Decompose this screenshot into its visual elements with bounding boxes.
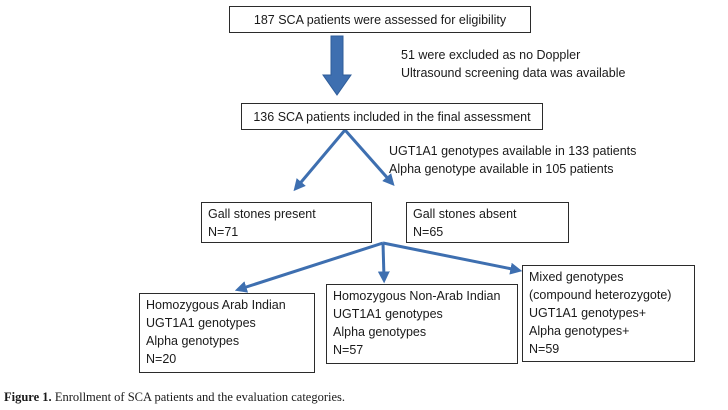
box-homozygous-non-arab-indian: Homozygous Non-Arab Indian UGT1A1 genoty…	[326, 284, 518, 364]
note-excluded: 51 were excluded as no Doppler Ultrasoun…	[401, 46, 625, 82]
box-absent-count: N=65	[413, 225, 444, 239]
box-gall-stones-absent: Gall stones absent N=65	[406, 202, 569, 243]
box-mixed-count: N=59	[529, 342, 560, 356]
box-mixed-line-3: UGT1A1 genotypes+	[529, 306, 647, 320]
box-homozygous-arab-indian: Homozygous Arab Indian UGT1A1 genotypes …	[139, 293, 315, 373]
box-mixed-line-2: (compound heterozygote)	[529, 288, 672, 302]
arrow-to-arab	[234, 241, 384, 293]
box-nonarab-count: N=57	[333, 343, 364, 357]
box-assessed: 187 SCA patients were assessed for eligi…	[229, 6, 531, 33]
box-present-title: Gall stones present	[208, 207, 316, 221]
box-nonarab-line-2: UGT1A1 genotypes	[333, 307, 443, 321]
box-absent-title: Gall stones absent	[413, 207, 517, 221]
figure-caption: Figure 1. Enrollment of SCA patients and…	[4, 390, 345, 405]
box-included: 136 SCA patients included in the final a…	[241, 103, 543, 130]
box-nonarab-line-1: Homozygous Non-Arab Indian	[333, 289, 501, 303]
box-included-text: 136 SCA patients included in the final a…	[253, 110, 531, 124]
note-excluded-line-2: Ultrasound screening data was available	[401, 66, 626, 80]
box-mixed-line-1: Mixed genotypes	[529, 270, 624, 284]
arrow-to-present	[293, 129, 347, 192]
note-genotypes: UGT1A1 genotypes available in 133 patien…	[389, 142, 636, 178]
note-excluded-line-1: 51 were excluded as no Doppler	[401, 48, 581, 62]
box-arab-line-3: Alpha genotypes	[146, 334, 240, 348]
box-arab-line-2: UGT1A1 genotypes	[146, 316, 256, 330]
note-genotypes-line-1: UGT1A1 genotypes available in 133 patien…	[389, 144, 637, 158]
down-block-arrow	[322, 35, 352, 96]
note-genotypes-line-2: Alpha genotype available in 105 patients	[389, 162, 614, 176]
figure-caption-text: Enrollment of SCA patients and the evalu…	[51, 390, 346, 404]
box-arab-line-1: Homozygous Arab Indian	[146, 298, 286, 312]
figure-caption-label: Figure 1.	[4, 390, 52, 404]
box-present-count: N=71	[208, 225, 239, 239]
box-mixed-genotypes: Mixed genotypes (compound heterozygote) …	[522, 265, 695, 362]
box-assessed-text: 187 SCA patients were assessed for eligi…	[253, 13, 507, 27]
arrow-to-mixed	[382, 241, 523, 275]
box-gall-stones-present: Gall stones present N=71	[201, 202, 372, 243]
arrow-to-nonarab	[377, 242, 390, 284]
box-nonarab-line-3: Alpha genotypes	[333, 325, 427, 339]
box-mixed-line-4: Alpha genotypes+	[529, 324, 630, 338]
box-arab-count: N=20	[146, 352, 177, 366]
arrow-to-absent	[343, 129, 395, 187]
